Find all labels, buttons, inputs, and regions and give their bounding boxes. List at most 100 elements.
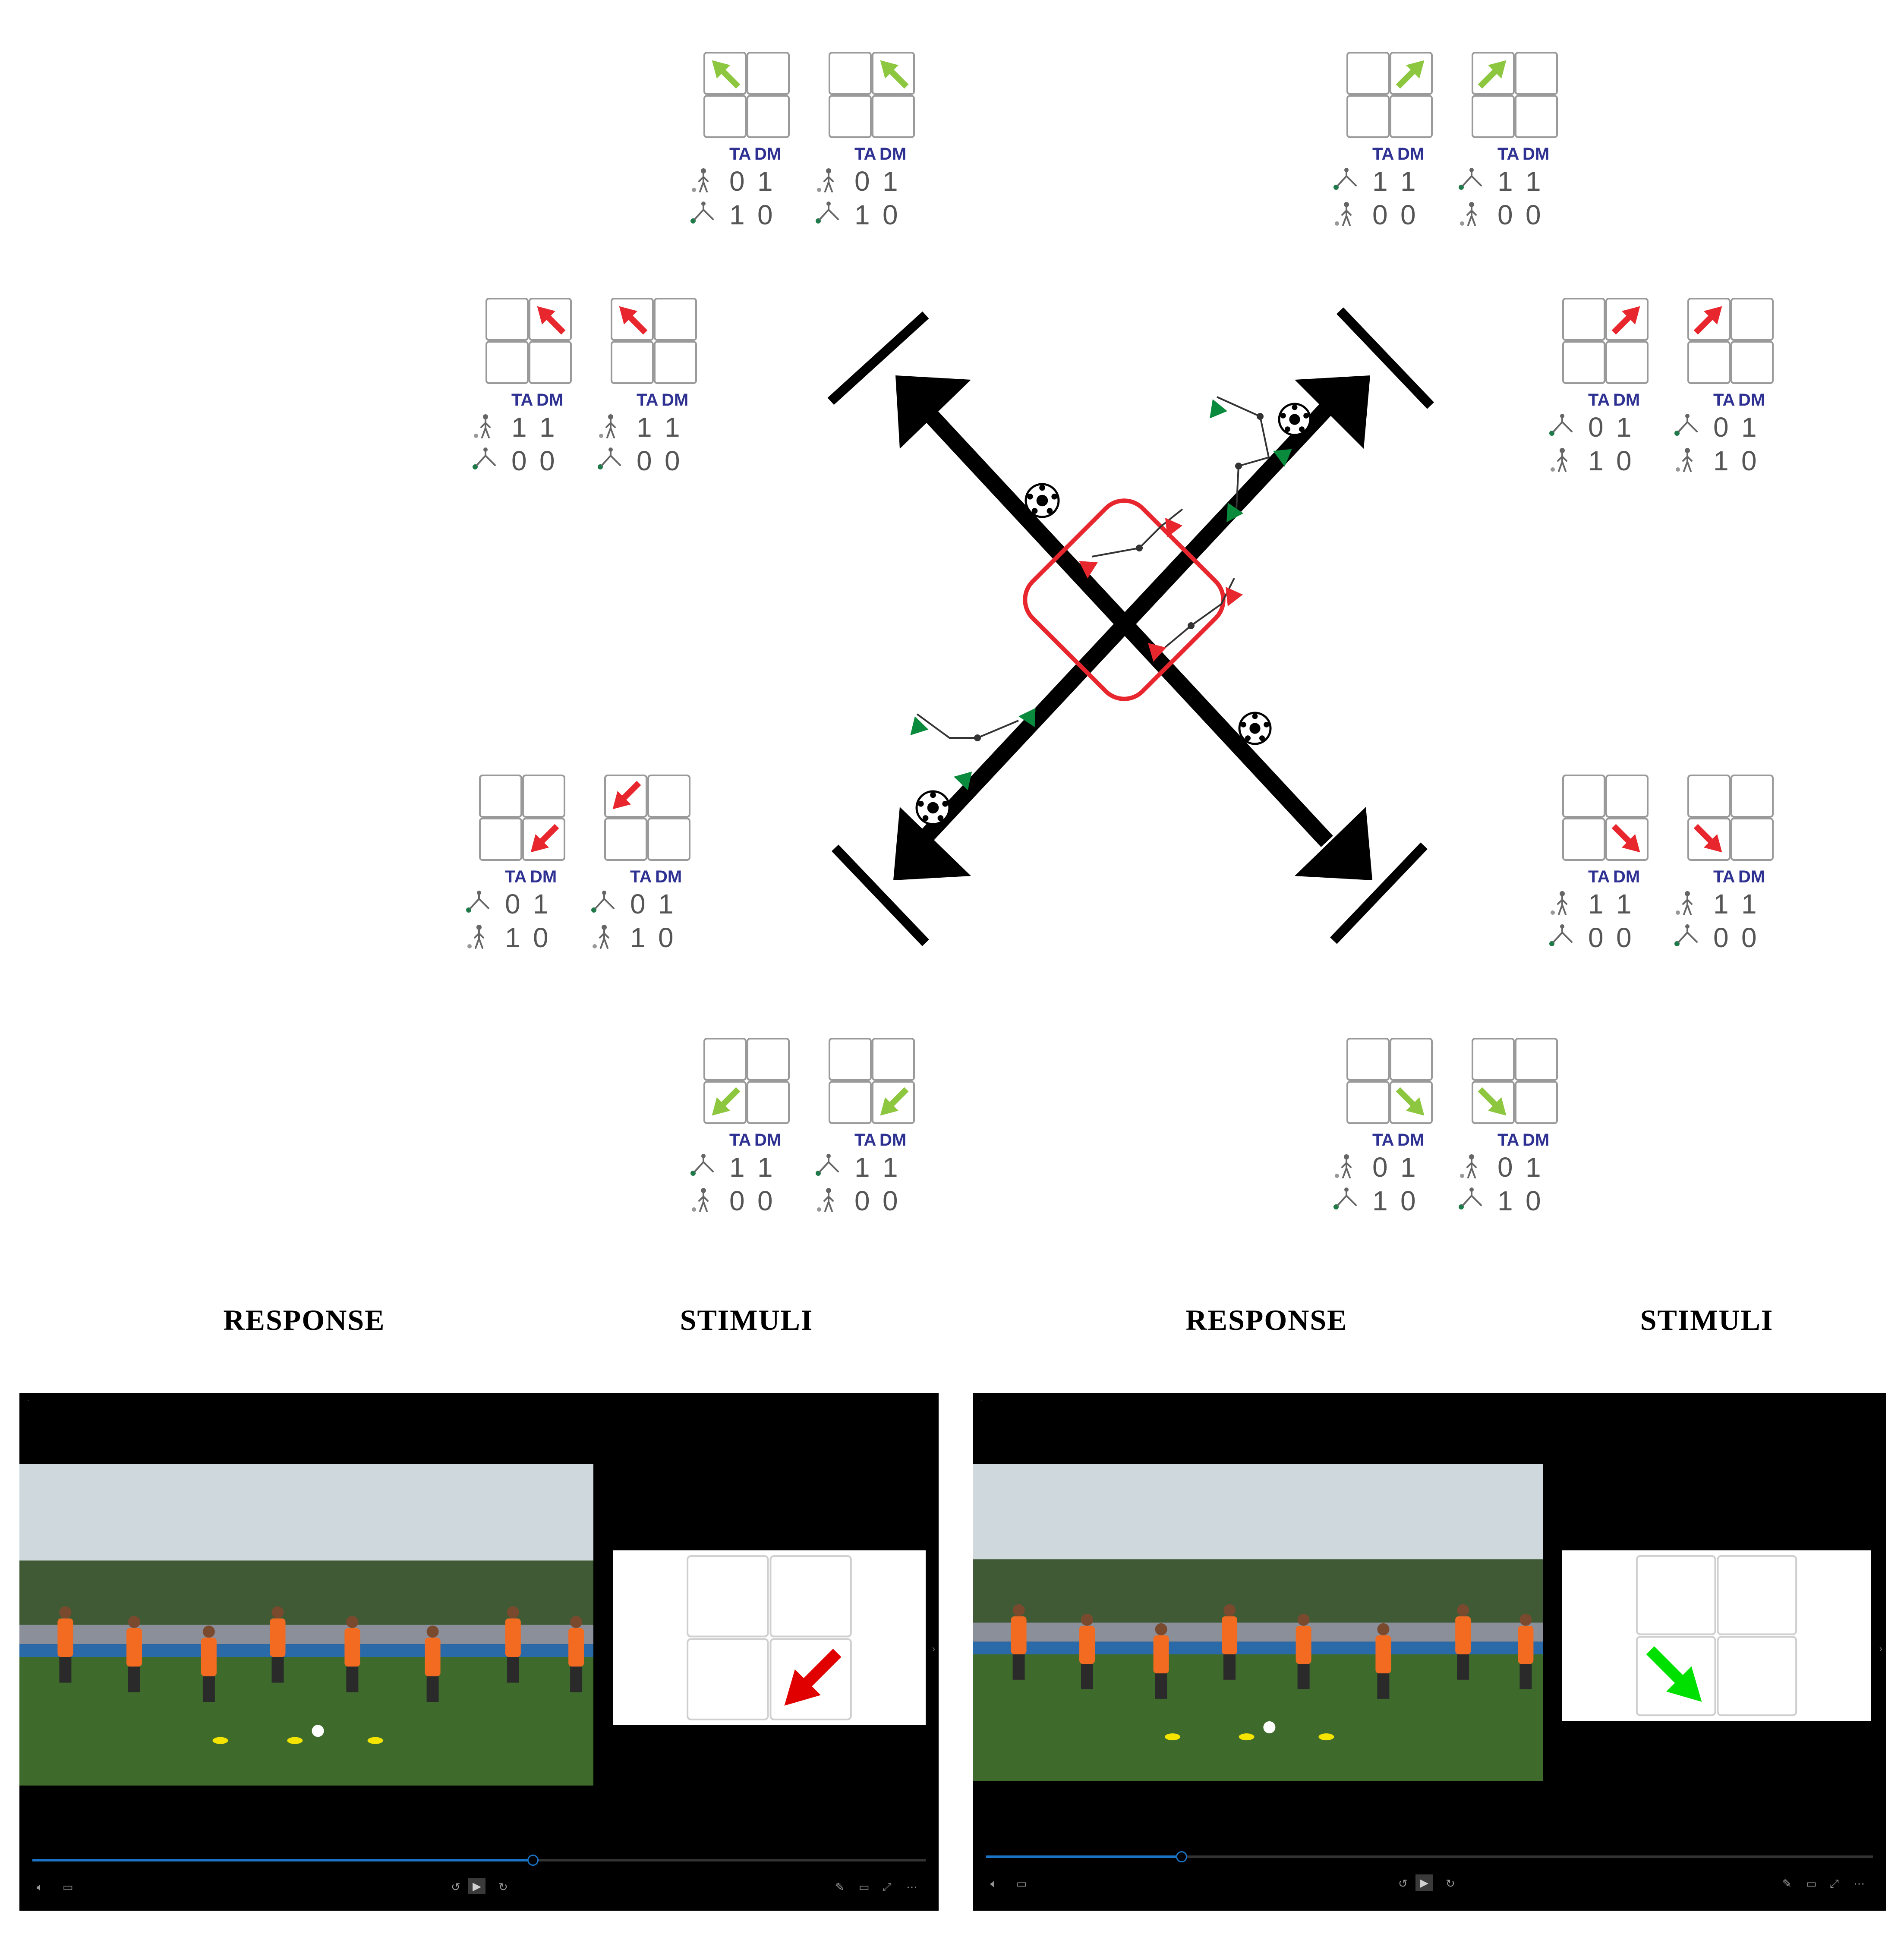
fullscreen-icon[interactable]: ⤢ — [1830, 1877, 1839, 1890]
player-legs — [1519, 1664, 1532, 1689]
subtitles-icon[interactable]: ▭ — [63, 1880, 73, 1893]
dm-value: 0 — [533, 922, 549, 953]
response-matrix — [611, 298, 697, 384]
dm-value: 0 — [1741, 922, 1757, 953]
stimulus-screen — [1562, 1550, 1871, 1721]
dm-value: 1 — [1400, 1152, 1416, 1183]
subtitles-icon[interactable]: ▭ — [1016, 1877, 1027, 1890]
green-direction-arrow-icon — [1396, 60, 1425, 89]
rewind-icon[interactable]: ↺ — [451, 1880, 460, 1893]
dm-value: 0 — [1526, 199, 1541, 230]
ta-value: 0 — [1497, 199, 1513, 230]
ta-value: 0 — [1588, 412, 1604, 443]
player-legs — [202, 1676, 215, 1702]
stimulus-screen — [613, 1550, 926, 1725]
player-legs — [128, 1666, 140, 1692]
stand-icon — [599, 414, 616, 438]
ta-value: 1 — [637, 412, 652, 443]
ta-header: TA — [1372, 1131, 1394, 1150]
waypoint-dot — [1235, 463, 1242, 469]
timeline-track[interactable] — [986, 1851, 1873, 1862]
stand-icon — [1676, 891, 1693, 915]
cast-icon[interactable]: ▭ — [859, 1880, 870, 1893]
dm-header: DM — [754, 145, 781, 164]
grid-cell — [1515, 1081, 1558, 1124]
forward-icon[interactable]: ↻ — [1446, 1877, 1455, 1890]
player-head — [1297, 1613, 1310, 1626]
grid-cell — [829, 1038, 872, 1081]
rewind-icon[interactable]: ↺ — [1398, 1877, 1408, 1890]
player-marker-icon — [954, 772, 972, 791]
dm-value: 1 — [1526, 166, 1541, 197]
fullscreen-icon[interactable]: ⤢ — [883, 1880, 892, 1893]
grid-cell — [872, 95, 915, 138]
stand-icon — [817, 1188, 834, 1212]
arrowhead-ne — [1295, 375, 1370, 449]
player-figure — [1011, 1616, 1027, 1654]
movement-path — [1091, 508, 1183, 557]
dm-value: 0 — [883, 199, 898, 230]
grid-cell — [1390, 95, 1433, 138]
grid-cell — [522, 775, 565, 818]
timeline-handle[interactable] — [1176, 1851, 1188, 1862]
grid-cell — [611, 341, 654, 384]
more-icon[interactable]: ⋯ — [906, 1880, 917, 1893]
dm-value: 0 — [1400, 199, 1416, 230]
play-button[interactable]: ▶ — [468, 1878, 485, 1894]
volume-icon[interactable]: 🔈︎ — [37, 1880, 44, 1893]
ta-header: TA — [1497, 145, 1519, 164]
response-matrix — [1687, 298, 1774, 384]
grid-cell — [1346, 52, 1390, 95]
training-video-frame — [19, 1464, 593, 1786]
player-legs — [346, 1666, 359, 1692]
player-figure — [1296, 1625, 1311, 1664]
player-marker-icon — [1165, 518, 1182, 537]
stand-icon — [692, 1188, 709, 1212]
grid-cell — [703, 1038, 747, 1081]
edit-icon[interactable]: ✎ — [835, 1880, 845, 1893]
movement-path — [1217, 396, 1270, 510]
ball — [1263, 1721, 1276, 1734]
dm-value: 0 — [1400, 1185, 1416, 1216]
more-icon[interactable]: ⋯ — [1854, 1877, 1865, 1890]
grid-cell — [747, 52, 790, 95]
play-button[interactable]: ▶ — [1415, 1874, 1433, 1891]
ta-value: 1 — [511, 412, 527, 443]
sky — [973, 1464, 1543, 1575]
ta-value: 1 — [854, 199, 870, 230]
dm-value: 0 — [1616, 922, 1632, 953]
response-matrix — [1687, 775, 1774, 861]
edit-icon[interactable]: ✎ — [1782, 1877, 1792, 1890]
next-chevron-icon[interactable]: › — [1879, 1643, 1882, 1654]
barrier-se — [1330, 842, 1428, 944]
timeline-handle[interactable] — [527, 1855, 539, 1866]
response-matrix — [1472, 52, 1558, 138]
grid-cell — [647, 775, 690, 818]
grid-cell — [747, 95, 790, 138]
stand-icon — [1551, 891, 1567, 915]
cast-icon[interactable]: ▭ — [1806, 1877, 1817, 1890]
ta-header: TA — [1588, 391, 1610, 409]
grid-cell — [829, 52, 872, 95]
player-figure — [1222, 1616, 1237, 1654]
dm-header: DM — [662, 391, 688, 409]
ta-value: 1 — [1588, 888, 1604, 920]
stimuli-label-1: STIMULI — [680, 1304, 813, 1336]
response-matrix — [703, 52, 790, 138]
arrowhead-nw — [895, 375, 971, 449]
player-head — [426, 1625, 439, 1638]
forward-icon[interactable]: ↻ — [498, 1880, 508, 1893]
volume-icon[interactable]: 🔈︎ — [990, 1877, 997, 1890]
dm-value: 1 — [1400, 166, 1416, 197]
player-legs — [1457, 1654, 1469, 1680]
waypoint-dot — [1257, 413, 1264, 420]
ta-value: 0 — [1713, 412, 1729, 443]
timeline-track[interactable] — [32, 1855, 926, 1866]
ta-value: 0 — [630, 888, 646, 920]
red-direction-arrow-icon — [1693, 306, 1722, 335]
next-chevron-icon[interactable]: › — [932, 1643, 935, 1654]
player-head — [1155, 1623, 1167, 1635]
